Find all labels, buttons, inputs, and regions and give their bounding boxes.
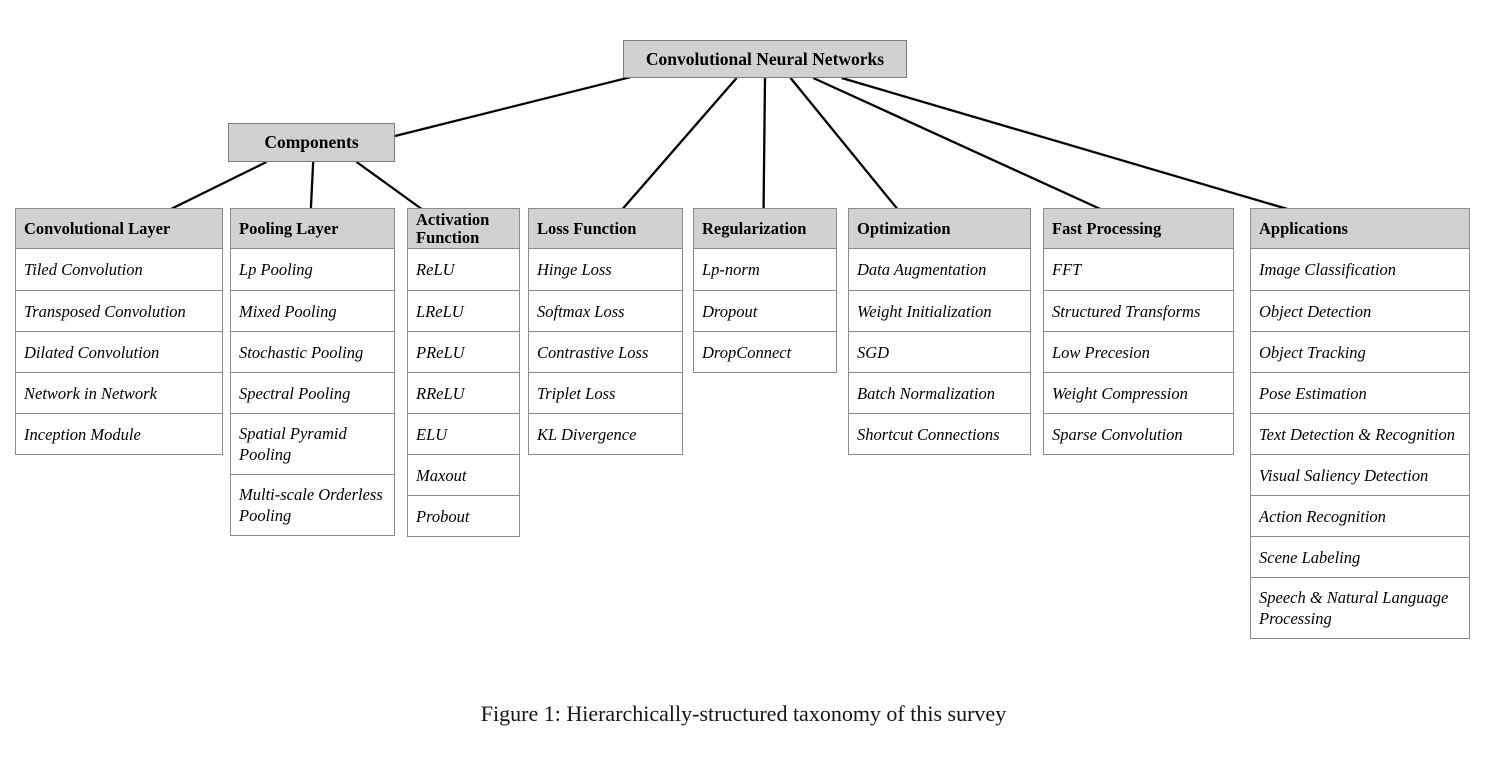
taxonomy-item: Data Augmentation	[857, 260, 987, 279]
taxonomy-item: Maxout	[408, 454, 519, 495]
taxonomy-item: Lp Pooling	[239, 260, 313, 279]
column-fast-processing: Fast Processing FFT Structured Transforms…	[1043, 208, 1234, 455]
taxonomy-item: SGD	[849, 331, 1030, 372]
taxonomy-item: Probout	[408, 495, 519, 536]
taxonomy-item: Shortcut Connections	[849, 413, 1030, 454]
taxonomy-item: Transposed Convolution	[16, 290, 222, 331]
taxonomy-item: KL Divergence	[529, 413, 682, 454]
taxonomy-item: Structured Transforms	[1044, 290, 1233, 331]
connector-line	[170, 160, 267, 211]
taxonomy-item: Low Precesion	[1044, 331, 1233, 372]
taxonomy-item: Dilated Convolution	[16, 331, 222, 372]
connector-line	[841, 76, 1288, 211]
taxonomy-item: Batch Normalization	[849, 372, 1030, 413]
connector-line	[309, 161, 315, 210]
taxonomy-item: Contrastive Loss	[529, 331, 682, 372]
taxonomy-item: Multi-scale Orderless Pooling	[231, 474, 394, 535]
taxonomy-item: Lp-norm	[702, 260, 760, 279]
taxonomy-item: Stochastic Pooling	[231, 331, 394, 372]
taxonomy-item: Triplet Loss	[529, 372, 682, 413]
connector-line	[355, 161, 423, 210]
taxonomy-item: Object Detection	[1251, 290, 1469, 331]
taxonomy-item: Visual Saliency Detection	[1251, 454, 1469, 495]
taxonomy-item: Network in Network	[16, 372, 222, 413]
taxonomy-item: Scene Labeling	[1251, 536, 1469, 577]
taxonomy-item: Softmax Loss	[529, 290, 682, 331]
taxonomy-item: Sparse Convolution	[1044, 413, 1233, 454]
taxonomy-item: Spatial Pyramid Pooling	[231, 413, 394, 474]
taxonomy-item: ReLU	[416, 260, 455, 279]
taxonomy-item: Inception Module	[16, 413, 222, 454]
taxonomy-item: LReLU	[408, 290, 519, 331]
taxonomy-item: DropConnect	[694, 331, 836, 372]
taxonomy-item: Action Recognition	[1251, 495, 1469, 536]
taxonomy-item: PReLU	[408, 331, 519, 372]
taxonomy-item: Speech & Natural Language Processing	[1251, 577, 1469, 638]
connector-line	[762, 77, 767, 210]
taxonomy-item: Weight Initialization	[849, 290, 1030, 331]
connector-line	[621, 77, 738, 210]
column-header-loss-function: Loss Function	[529, 209, 682, 249]
figure-caption: Figure 1: Hierarchically-structured taxo…	[480, 701, 1007, 726]
taxonomy-item: ELU	[408, 413, 519, 454]
taxonomy-item: Pose Estimation	[1251, 372, 1469, 413]
taxonomy-item: Hinge Loss	[537, 260, 612, 279]
column-header-fast-processing: Fast Processing	[1044, 209, 1233, 249]
column-header-pooling-layer: Pooling Layer	[231, 209, 394, 249]
taxonomy-item: Text Detection & Recognition	[1251, 413, 1469, 454]
connector-line	[789, 77, 899, 210]
taxonomy-item: Tiled Convolution	[24, 260, 143, 279]
connector-line	[394, 73, 640, 138]
taxonomy-item: Spectral Pooling	[231, 372, 394, 413]
taxonomy-item: Dropout	[694, 290, 836, 331]
node-convolutional-neural-networks: Convolutional Neural Networks	[623, 40, 907, 78]
taxonomy-item: Weight Compression	[1044, 372, 1233, 413]
column-header-convolutional-layer: Convolutional Layer	[16, 209, 222, 249]
column-header-optimization: Optimization	[849, 209, 1030, 249]
column-header-regularization: Regularization	[694, 209, 836, 249]
taxonomy-item: Mixed Pooling	[231, 290, 394, 331]
column-header-activation-function: Activation Function	[408, 209, 519, 249]
column-header-applications: Applications	[1251, 209, 1469, 249]
connector-line	[812, 76, 1101, 211]
node-components: Components	[228, 123, 395, 162]
taxonomy-item: Image Classification	[1259, 260, 1397, 279]
taxonomy-item: Object Tracking	[1251, 331, 1469, 372]
taxonomy-item: FFT	[1052, 260, 1082, 279]
taxonomy-item: RReLU	[408, 372, 519, 413]
